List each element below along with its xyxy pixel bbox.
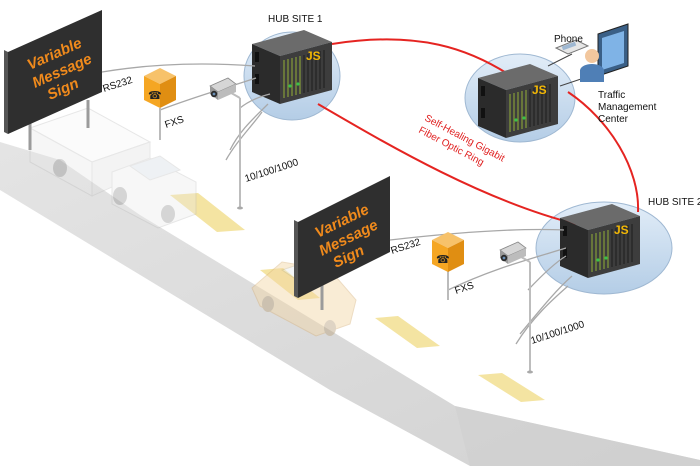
hub-site-1-rack: JS <box>251 29 333 105</box>
callbox-1: ☎ <box>144 68 176 140</box>
tmc-label-line-3: Center <box>598 114 629 125</box>
hub-site-1-label: HUB SITE 1 <box>268 14 323 25</box>
hub-site-2-rack: JS <box>559 203 641 279</box>
camera-pole-2 <box>499 241 534 375</box>
hub-1-logo: JS <box>306 49 321 63</box>
traffic-management-center <box>554 23 629 82</box>
ethernet-label-2: 10/100/1000 <box>530 319 587 347</box>
hub-site-2-label: HUB SITE 2 <box>648 197 700 208</box>
fxs-label-1: FXS <box>164 114 186 131</box>
hub-2-logo: JS <box>614 223 629 237</box>
site-1-cables <box>101 63 271 161</box>
callbox-2: ☎ <box>432 232 464 300</box>
tmc-label-line-2: Management <box>598 102 657 113</box>
variable-message-sign-1: Variable Message Sign <box>4 10 102 150</box>
tmc-logo: JS <box>532 83 547 97</box>
phone-handset-icon: ☎ <box>436 253 450 266</box>
lane-marker <box>375 316 440 348</box>
rs232-label-1: RS232 <box>102 75 135 95</box>
ethernet-label-1: 10/100/1000 <box>244 157 301 185</box>
phone-label: Phone <box>554 34 583 45</box>
variable-message-sign-2: Variable Message Sign <box>294 176 390 310</box>
truck <box>28 107 197 229</box>
phone-handset-icon: ☎ <box>148 89 162 102</box>
lane-marker <box>170 193 245 232</box>
road-shoulder <box>455 406 700 466</box>
fiber-optic-ring <box>317 38 640 225</box>
camera-pole-1 <box>209 77 244 211</box>
desk-phone-icon <box>554 39 590 55</box>
tmc-label-line-1: Traffic <box>598 90 625 101</box>
lane-marker <box>478 373 545 402</box>
fxs-label-2: FXS <box>454 280 476 297</box>
road <box>0 142 700 466</box>
tmc-rack: JS <box>477 63 559 139</box>
site-2-cables <box>389 228 573 345</box>
